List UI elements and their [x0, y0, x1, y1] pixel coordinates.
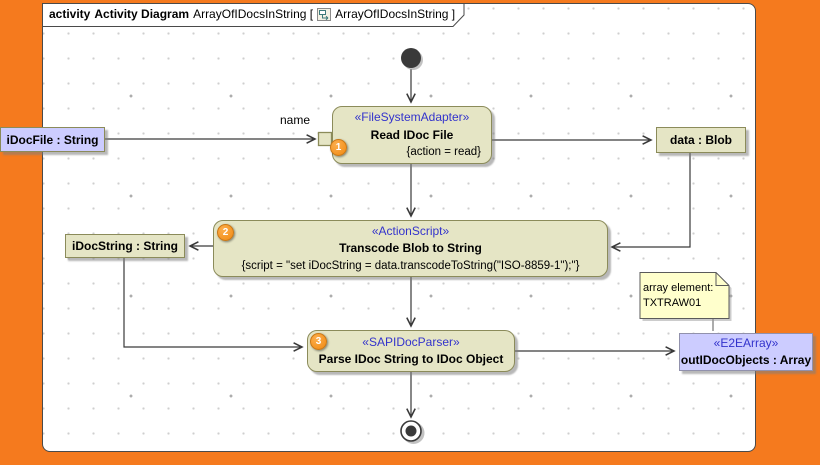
edge-idocstring-to-parse[interactable]	[123, 258, 304, 352]
frame-diagram-name: ArrayOfIDocsInString [	[193, 7, 314, 21]
stereotype-label: «ActionScript»	[371, 223, 450, 238]
action-name: Parse IDoc String to IDoc Object	[318, 352, 504, 366]
action-parse-idoc-string[interactable]: 3 «SAPIDocParser» Parse IDoc String to I…	[307, 330, 515, 372]
edge-data-to-transcode[interactable]	[610, 153, 691, 252]
activity-final-core	[405, 425, 417, 437]
object-idocfile-string[interactable]: iDocFile : String	[0, 127, 105, 152]
frame-keyword: activity	[49, 7, 91, 21]
action-transcode-blob-to-string[interactable]: 2 «ActionScript» Transcode Blob to Strin…	[213, 220, 608, 277]
frame-diagram-type: Activity Diagram	[94, 7, 190, 21]
note-line-2: TXTRAW01	[643, 296, 702, 309]
note-fold-corner	[715, 272, 729, 286]
step-badge-2: 2	[217, 224, 234, 241]
object-name: iDocFile : String	[6, 132, 99, 147]
stereotype-label: «E2EArray»	[713, 336, 779, 351]
object-name: outIDocObjects : Array	[680, 353, 812, 367]
stereotype-label: «SAPIDocParser»	[362, 334, 460, 349]
object-idocstring-string[interactable]: iDocString : String	[65, 234, 185, 258]
step-badge-3: 3	[310, 333, 327, 350]
frame-title[interactable]: activity Activity Diagram ArrayOfIDocsIn…	[49, 7, 455, 21]
object-data-blob[interactable]: data : Blob	[656, 127, 746, 153]
action-constraint: {action = read}	[406, 146, 482, 159]
action-constraint: {script = "set iDocString = data.transco…	[241, 259, 580, 272]
edge-label-name[interactable]: name	[279, 113, 311, 127]
note-array-element[interactable]	[639, 272, 730, 319]
frame-diagram-ref: ArrayOfIDocsInString ]	[335, 7, 456, 21]
input-pin-name[interactable]	[317, 131, 333, 147]
object-name: data : Blob	[670, 133, 732, 147]
frame-title-pentagon[interactable]	[42, 3, 465, 27]
action-name: Read IDoc File	[370, 127, 454, 142]
note-line-1: array element:	[643, 282, 714, 294]
step-badge-1: 1	[330, 139, 347, 156]
stereotype-label: «FileSystemAdapter»	[354, 110, 470, 125]
activity-diagram-icon	[317, 7, 332, 21]
object-name: iDocString : String	[72, 239, 178, 253]
action-name: Transcode Blob to String	[339, 241, 482, 256]
object-outidocobjects-array[interactable]: «E2EArray» outIDocObjects : Array	[679, 333, 813, 371]
initial-node[interactable]	[401, 48, 421, 68]
note-text: array element: TXTRAW01	[643, 281, 713, 311]
action-read-idoc-file[interactable]: 1 «FileSystemAdapter» Read IDoc File {ac…	[330, 106, 492, 164]
